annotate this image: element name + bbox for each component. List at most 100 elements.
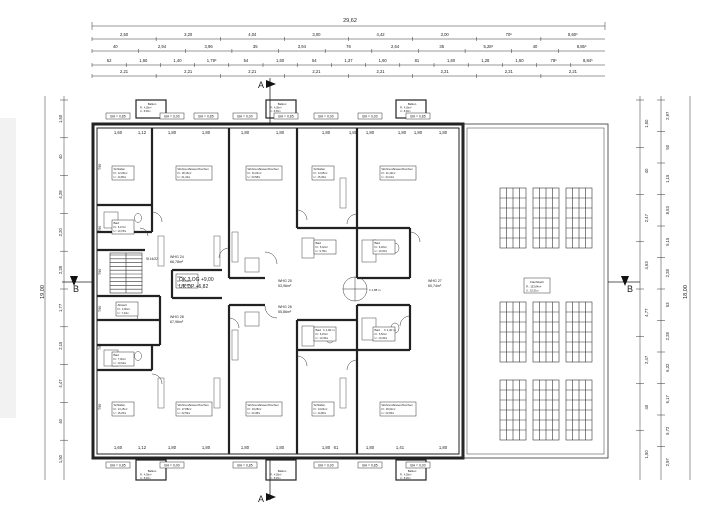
window-dim: 1,41 xyxy=(396,445,405,450)
bh-label: BH = 0,85 xyxy=(198,115,213,119)
section-marker-a-top: A xyxy=(258,78,276,124)
svg-text:A: A xyxy=(258,80,264,90)
balcony-area: Fl.: 4,00m² xyxy=(270,474,282,477)
room-area: Fl.: 13,95m² xyxy=(314,171,328,175)
room-label-box xyxy=(175,165,213,181)
room-name: Wohnen/Essen/Kochen xyxy=(248,167,280,171)
room-area: Fl.: 28,16m² xyxy=(178,171,192,175)
dim-label: 8,84⁵ xyxy=(583,58,593,63)
room-perimeter: U.: 7,44m xyxy=(118,311,129,315)
dim-label: 2,21 xyxy=(441,69,450,74)
right-dim-label: 1,50 xyxy=(644,119,649,128)
roof-area: Fl.: 153,84m² xyxy=(526,285,541,289)
bh-label: BH = 0,85 xyxy=(110,464,125,468)
balcony-area: Fl.: 4,00m² xyxy=(270,107,282,110)
balcony-area: Fl.: 4,00m² xyxy=(400,107,412,110)
dim-label: 3,96 xyxy=(205,44,214,49)
dim-label: 2,21 xyxy=(376,69,385,74)
room-name: Schlafen xyxy=(314,167,326,171)
room-label-box xyxy=(245,401,283,417)
room-area: Fl.: 6,15m² xyxy=(316,332,329,336)
dim-label: 2,21 xyxy=(569,69,578,74)
room-name: Wohnen/Essen/Kochen xyxy=(382,167,414,171)
room-label-box xyxy=(311,165,335,181)
left-dim-label: 4,28 xyxy=(58,190,63,199)
svg-text:B: B xyxy=(73,284,79,294)
room-area: Fl.: 6,47m² xyxy=(114,225,127,229)
left-dim-label: 1,50 xyxy=(58,114,63,123)
right-dim-label: 2,28 xyxy=(665,269,670,278)
door-swings xyxy=(129,209,421,385)
room-perimeter: U.: 10,20m xyxy=(375,249,388,253)
room-label-box xyxy=(379,401,417,417)
window-dim: 1,12 xyxy=(138,445,147,450)
right-dim-label: 1,50 xyxy=(644,450,649,459)
bh-label: BH = 0,85 xyxy=(362,464,377,468)
window-dim: 1,80 xyxy=(322,130,331,135)
unit-area: 67,96m² xyxy=(170,320,184,324)
dim-label: 3,00 xyxy=(441,32,450,37)
room-name: Bad xyxy=(316,328,322,332)
right-dim-label: 50 xyxy=(665,144,670,149)
dim-label: 2,21 xyxy=(248,69,257,74)
room-perimeter: U.: 18,16m xyxy=(178,283,191,287)
balcony-perimeter: U.: 8,00m xyxy=(400,110,410,113)
floor-level-line1: OK 3.OG +9,00 xyxy=(179,277,214,283)
bh-box xyxy=(159,112,185,120)
balcony-area: Fl.: 4,00m² xyxy=(140,474,152,477)
door-tag: T90 xyxy=(98,306,102,312)
right-dim-label: 8,53 xyxy=(665,206,670,215)
outer-walls xyxy=(91,122,609,460)
room-area: Fl.: 12,09m² xyxy=(114,171,128,175)
room-name: Bad xyxy=(375,241,381,245)
bh-box xyxy=(232,461,258,469)
dim-label: 2,94 xyxy=(158,44,167,49)
balcony-name: Balkon xyxy=(278,102,287,106)
balcony-area: Fl.: 4,00m² xyxy=(140,107,152,110)
room-name: Abstell xyxy=(118,303,127,307)
dim-label: 78⁵ xyxy=(550,58,557,63)
right-dim-label: 2,97 xyxy=(665,111,670,120)
window-dim: 1,80 xyxy=(276,445,285,450)
room-area: Fl.: 31,04m² xyxy=(248,171,262,175)
section-marker-b-left: B xyxy=(62,276,93,294)
room-name: Wohnen/Essen/Kochen xyxy=(178,167,210,171)
room-name: Wohnen/Essen/Kochen xyxy=(248,403,280,407)
room-perimeter: U.: 14,80m xyxy=(114,175,127,179)
window-dim: 1,80 xyxy=(202,130,211,135)
dim-label: 81 xyxy=(415,58,420,63)
room-area: Fl.: 6,18m² xyxy=(375,245,388,249)
unit-area: 55,86m² xyxy=(278,310,292,314)
stairwell: St.16/22 xyxy=(109,252,158,294)
bh-label: BH = 0,00 xyxy=(164,464,179,468)
dim-label: 2,21 xyxy=(184,69,193,74)
window-dim: 1,80 xyxy=(241,130,250,135)
dim-label: 2,50 xyxy=(120,32,129,37)
room-name: Wohnen/Essen/Kochen xyxy=(382,403,414,407)
right-dim-label: 40 xyxy=(644,168,649,173)
room-perimeter: U.: 23,58m xyxy=(248,175,261,179)
door-tag: T90 xyxy=(98,226,102,232)
room-label-box xyxy=(115,301,139,317)
right-dim-label: 53 xyxy=(665,302,670,307)
unit-name: WHG 26 xyxy=(278,305,292,309)
dim-label: 35 xyxy=(439,44,444,49)
bh-label: BH = 0,00 xyxy=(318,464,333,468)
section-marker-a-bottom: A xyxy=(258,458,276,504)
unit-area: 53,96m² xyxy=(278,284,292,288)
dim-label: 2,21 xyxy=(312,69,321,74)
dim-label: 70⁵ xyxy=(506,32,513,37)
right-dim-label: 2,47 xyxy=(644,355,649,364)
room-label-box xyxy=(311,401,335,417)
unit-name: WHG 27 xyxy=(428,279,442,283)
room-name: Bad xyxy=(375,328,381,332)
bh-label: BH = 0,00 xyxy=(318,115,333,119)
room-name: Schlafen xyxy=(314,403,326,407)
room-label-box xyxy=(372,239,396,255)
bh-box xyxy=(405,112,431,120)
right-dim-label: 5,15 xyxy=(665,237,670,246)
dim-label: 35 xyxy=(253,44,258,49)
